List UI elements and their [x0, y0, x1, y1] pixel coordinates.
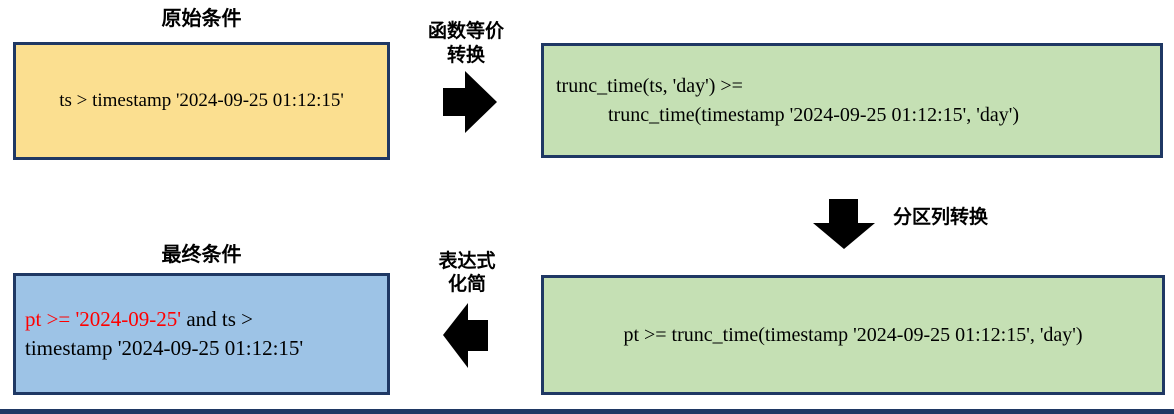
simplify-arrow-label-line1: 表达式: [438, 251, 496, 272]
arrow-right-icon: [443, 71, 497, 133]
final-condition-code-line1-rest: and ts >: [181, 307, 253, 331]
simplify-arrow-label-line2: 化简: [447, 274, 486, 295]
partition-code: pt >= trunc_time(timestamp '2024-09-25 0…: [623, 323, 1083, 346]
func-equiv-arrow-label: 函数等价 转换: [408, 20, 524, 68]
final-condition-code-highlight: pt >= '2024-09-25': [25, 307, 182, 331]
final-condition-code-line2: timestamp '2024-09-25 01:12:15': [25, 336, 304, 360]
final-condition-box: pt >= '2024-09-25' and ts > timestamp '2…: [13, 273, 390, 395]
original-condition-box: ts > timestamp '2024-09-25 01:12:15': [13, 42, 390, 160]
func-equiv-code: trunc_time(ts, 'day') >= trunc_time(time…: [544, 72, 1019, 130]
func-equiv-arrow-label-line1: 函数等价: [427, 21, 504, 42]
final-condition-code: pt >= '2024-09-25' and ts > timestamp '2…: [16, 305, 303, 363]
final-condition-title: 最终条件: [161, 244, 242, 266]
func-equiv-arrow-label-line2: 转换: [446, 45, 485, 66]
arrow-left-icon: [443, 303, 488, 368]
cropped-bottom-shape-edge: [0, 409, 1174, 414]
partition-box: pt >= trunc_time(timestamp '2024-09-25 0…: [541, 275, 1165, 395]
arrow-down-icon: [813, 199, 875, 249]
func-equiv-code-line1: trunc_time(ts, 'day') >=: [556, 74, 743, 97]
original-condition-title: 原始条件: [161, 8, 242, 30]
simplify-arrow-label: 表达式 化简: [412, 250, 522, 296]
func-equiv-box: trunc_time(ts, 'day') >= trunc_time(time…: [541, 43, 1163, 158]
original-condition-code: ts > timestamp '2024-09-25 01:12:15': [59, 90, 344, 111]
final-condition-code-line1: pt >= '2024-09-25' and ts >: [25, 305, 303, 334]
func-equiv-code-line2: trunc_time(timestamp '2024-09-25 01:12:1…: [608, 103, 1020, 126]
partition-arrow-label: 分区列转换: [893, 207, 989, 228]
